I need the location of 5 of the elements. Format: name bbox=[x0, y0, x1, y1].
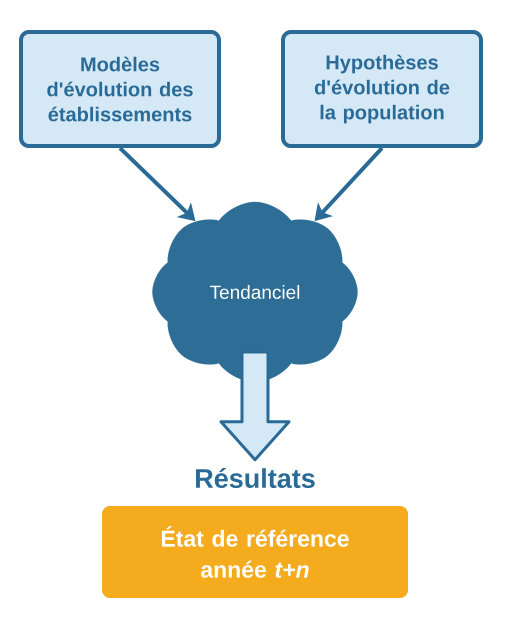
input-box: Modèles d'évolution des établissements bbox=[19, 30, 221, 148]
heading: Résultats bbox=[196, 468, 315, 488]
result-box: État de référence année t+n bbox=[102, 506, 408, 598]
input-box: Hypothèses d'évolution de la population bbox=[281, 30, 483, 148]
block-arrow bbox=[220, 350, 290, 462]
